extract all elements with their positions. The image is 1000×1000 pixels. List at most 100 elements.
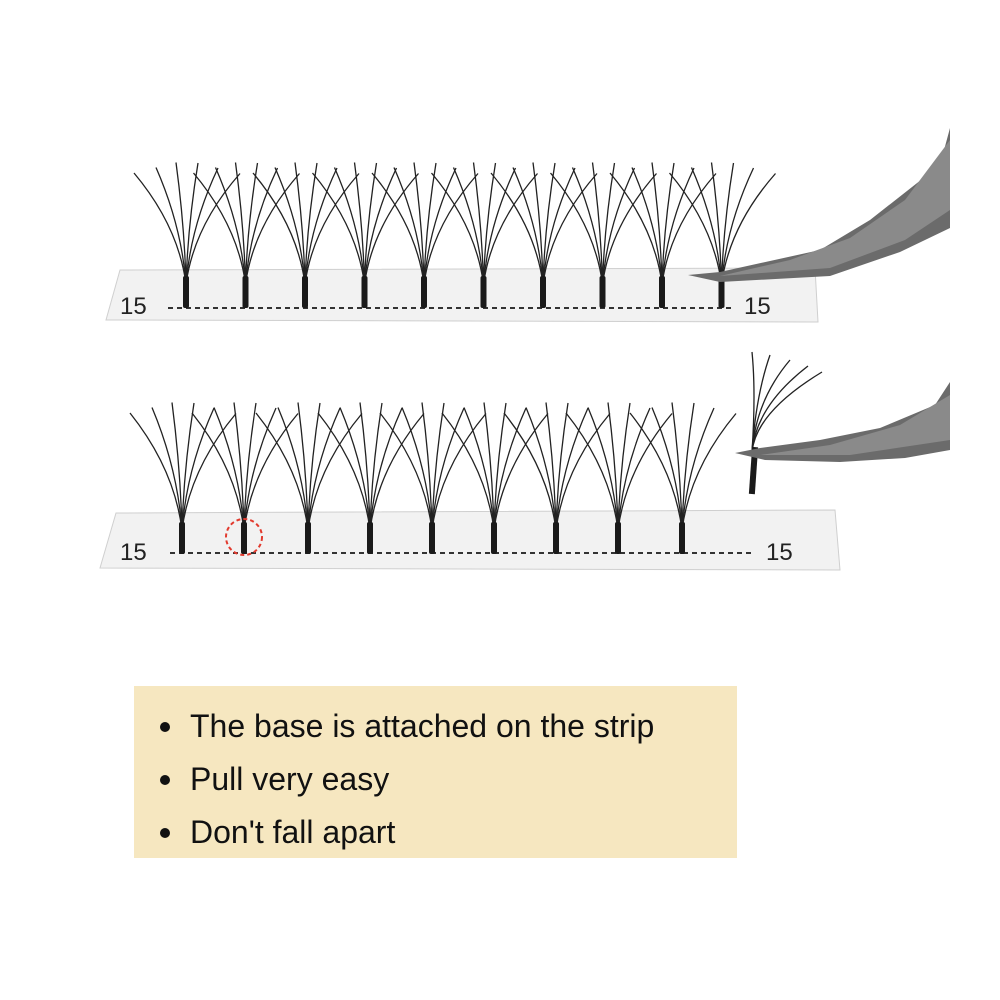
lash-hair [493, 402, 507, 531]
lash-hair [413, 162, 425, 285]
lash-fan [371, 162, 479, 308]
strip-left-label: 15 [120, 293, 147, 320]
lash-hair [591, 162, 604, 285]
lash-base [491, 522, 497, 554]
feature-text: Don't fall apart [190, 814, 396, 850]
lash-hair [181, 407, 215, 531]
lash-hair [307, 407, 341, 531]
lash-hair [601, 167, 636, 285]
lash-hair [307, 413, 363, 531]
lash-strip-top: 15 15 [105, 162, 819, 323]
lash-hair [555, 407, 589, 531]
lash-hair [129, 412, 183, 531]
lash-hair [609, 172, 663, 285]
lash-hair [720, 173, 776, 285]
lash-hair [587, 407, 619, 531]
lash-hair [155, 167, 187, 285]
lash-hair [751, 371, 823, 453]
lash-fan [312, 162, 419, 308]
lash-hair [617, 407, 651, 531]
lash-fan [629, 402, 737, 554]
lash-fans [129, 402, 737, 554]
lash-hair [304, 173, 360, 285]
lash-base [553, 522, 559, 554]
lash-hair [720, 167, 755, 285]
lash-hair [181, 402, 195, 531]
lash-hair [617, 402, 631, 531]
highlight-circle [225, 518, 263, 556]
lash-base [429, 522, 435, 554]
lash-hair [185, 167, 219, 285]
lash-base [367, 522, 373, 554]
lash-base [659, 276, 665, 308]
removed-lash-fan [748, 351, 823, 495]
lash-hair [304, 162, 318, 285]
lash-base [242, 276, 249, 308]
product-photo: 15 15 15 15 [99, 128, 950, 571]
lash-hair [651, 162, 663, 285]
lash-hair [681, 407, 715, 531]
lash-hair [244, 173, 300, 285]
bullet-icon [160, 774, 170, 785]
lash-hair [423, 167, 457, 285]
lash-fan [191, 402, 299, 554]
lash-fan [503, 402, 611, 554]
lash-hair [555, 402, 569, 531]
lash-hair [317, 412, 371, 531]
bullet-icon [160, 721, 170, 732]
lash-hair [710, 162, 723, 285]
lash-hair [304, 167, 338, 285]
lash-hair [607, 402, 619, 531]
lash-hair [431, 402, 445, 531]
lash-hair [525, 407, 557, 531]
lash-hair [401, 407, 433, 531]
lash-hair [669, 172, 723, 285]
lash-hair [542, 167, 576, 285]
lash-hair [353, 162, 366, 285]
lash-hair [482, 162, 497, 285]
bullet-icon [160, 827, 170, 838]
lash-hair [233, 402, 245, 531]
lash-base [748, 446, 759, 495]
lash-hair [661, 167, 695, 285]
lash-hair [441, 412, 495, 531]
lash-hair [751, 365, 809, 453]
lash-hair [493, 413, 549, 531]
lash-hair [452, 167, 485, 285]
lash-hair [555, 413, 611, 531]
lash-hair [369, 402, 383, 531]
lash-hair [393, 167, 425, 285]
lash-hair [171, 402, 183, 531]
lash-hair [379, 412, 433, 531]
lash-hair [493, 407, 527, 531]
lash-base [361, 276, 368, 308]
lash-hair [532, 162, 544, 285]
strip-left-label: 15 [120, 539, 147, 566]
lash-fan [550, 162, 657, 308]
lash-hair [681, 413, 737, 531]
feature-text: Pull very easy [190, 761, 390, 797]
lash-hair [244, 167, 279, 285]
lash-hair [369, 407, 403, 531]
lash-hair [503, 412, 557, 531]
lash-hair [369, 413, 425, 531]
strip-right-label: 15 [766, 539, 793, 566]
lash-hair [307, 402, 321, 531]
lash-hair [252, 172, 306, 285]
lash-fan [565, 402, 673, 554]
features-box: The base is attached on the strip Pull v… [134, 686, 737, 858]
lash-hair [601, 162, 616, 285]
lash-hair [629, 412, 683, 531]
lash-hair [431, 172, 485, 285]
lash-fan [669, 162, 776, 308]
lash-hair [431, 413, 487, 531]
lash-hair [243, 413, 299, 531]
lash-hair [542, 173, 598, 285]
lash-hair [185, 173, 241, 285]
lash-base [305, 522, 311, 554]
lash-hair [550, 172, 604, 285]
lash-hair [363, 173, 419, 285]
lash-hair [661, 162, 675, 285]
lash-hair [431, 407, 465, 531]
lash-base [599, 276, 606, 308]
